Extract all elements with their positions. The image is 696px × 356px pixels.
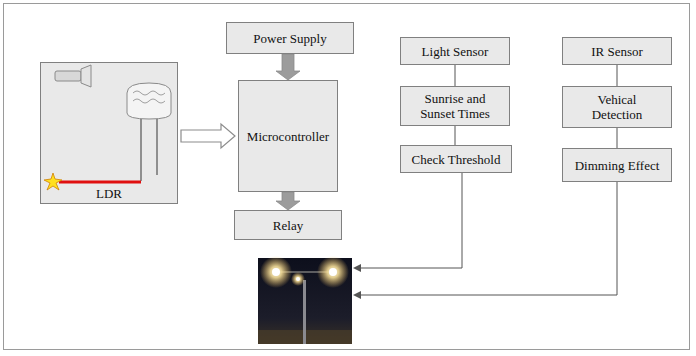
ldr-illustration [41, 63, 177, 203]
connector-line [617, 128, 618, 148]
leader-arrowhead [353, 264, 361, 299]
process-box: Check Threshold [400, 145, 512, 173]
process-box: Relay [234, 210, 342, 240]
connector-line [617, 65, 618, 86]
block-arrow [276, 192, 300, 210]
process-box: Dimming Effect [562, 148, 672, 182]
process-box: IR Sensor [562, 37, 672, 65]
box-label: Relay [273, 218, 303, 233]
connector-line [455, 65, 456, 86]
box-label: Dimming Effect [575, 158, 660, 173]
process-box: Power Supply [226, 22, 354, 54]
box-label: Light Sensor [422, 44, 489, 59]
box-label: Vehical Detection [582, 92, 652, 122]
leader-line [360, 173, 617, 295]
box-label: LDR [96, 186, 122, 201]
process-box: Vehical Detection [562, 86, 672, 128]
street-light-photo [258, 256, 352, 344]
ldr-panel: LDR [40, 62, 178, 204]
box-label: Check Threshold [412, 152, 501, 167]
box-label: Power Supply [253, 31, 326, 46]
connector-line [455, 126, 456, 145]
controller-box: Microcontroller [238, 80, 338, 192]
box-label: Microcontroller [247, 129, 329, 144]
box-label: Sunrise and Sunset Times [410, 91, 500, 121]
process-box: Light Sensor [400, 37, 510, 65]
hollow-arrow [181, 124, 235, 148]
box-label: IR Sensor [591, 44, 643, 59]
block-arrow [276, 54, 300, 80]
process-box: Sunrise and Sunset Times [400, 86, 510, 126]
